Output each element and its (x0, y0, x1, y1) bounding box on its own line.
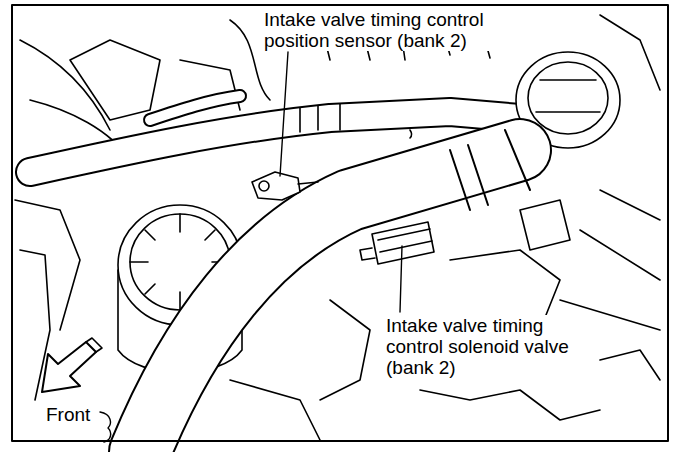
leader-lines (280, 52, 402, 312)
part-label: Intake valve timing control solenoid val… (384, 315, 588, 378)
intake-duct (140, 130, 530, 452)
solenoid-valve (360, 222, 434, 264)
front-arrow (42, 338, 111, 442)
direction-label: Front (44, 404, 92, 425)
frame-border (12, 5, 668, 441)
part-label: Intake valve timing control position sen… (262, 9, 528, 51)
position-sensor (252, 172, 318, 200)
